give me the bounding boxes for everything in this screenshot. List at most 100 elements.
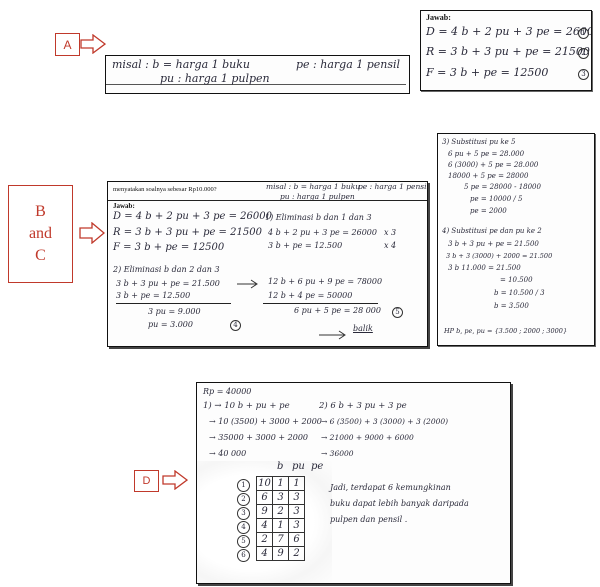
label-and-text: and — [28, 225, 53, 242]
label-b-text: B — [35, 203, 46, 220]
bc2-l8: 4) Substitusi pe dan pu ke 2 — [442, 227, 542, 235]
d-top: Rp = 40000 — [203, 387, 252, 396]
grid-cell: 3 — [288, 518, 305, 533]
d-note3: pulpen dan pensil . — [330, 515, 408, 524]
answer-scan-a1: misal : b = harga 1 buku pe : harga 1 pe… — [105, 55, 410, 94]
a2-eq3: F = 3 b + pe = 12500 — [426, 66, 549, 79]
bc2-l3: 6 (3000) + 5 pe = 28.000 — [448, 161, 539, 169]
arrow-right-icon — [79, 222, 105, 244]
bc1-s1a: 4 b + 2 pu + 3 pe = 26000 — [268, 228, 377, 237]
bc1-balik: balik — [353, 324, 373, 333]
d-c2-3: → 21000 + 9000 + 6000 — [321, 433, 414, 442]
bc2-l1: 3) Substitusi pu ke 5 — [442, 138, 516, 146]
bc2-l14: b = 3.500 — [494, 302, 529, 310]
bc1-header-hw-left: misal : b = harga 1 buku — [266, 182, 361, 191]
a2-heading: Jawab: — [426, 13, 451, 22]
label-a: A — [55, 33, 80, 56]
arrow-right-icon — [162, 470, 188, 490]
d-row-tag-3: 3 — [237, 507, 250, 520]
bc1-step1: 1) Eliminasi b dan 1 dan 3 — [265, 213, 372, 222]
bc1-eq1: D = 4 b + 2 pu + 3 pe = 26000 — [113, 211, 272, 222]
d-grid-head-b: b — [277, 461, 284, 472]
grid-cell: 1 — [272, 476, 289, 491]
bc1-heading: Jawab: — [113, 202, 135, 210]
grid-cell: 7 — [272, 532, 289, 547]
d-row-tag-5: 5 — [237, 535, 250, 548]
label-a-text: A — [63, 37, 72, 52]
label-b-and-c: B and C — [8, 185, 73, 283]
d-grid-head-pu: pu — [292, 461, 305, 472]
grid-cell: 1 — [288, 476, 305, 491]
bc2-l13: b = 10.500 / 3 — [494, 289, 545, 297]
bc1-s1b: 3 b + pe = 12.500 — [268, 241, 343, 250]
bc2-l11: 3 b 11.000 = 21.500 — [448, 264, 521, 272]
arrow-right-icon — [80, 34, 106, 54]
answer-scan-bc1: menyatakan soalnya sebesar Rp10.000? mis… — [107, 181, 428, 347]
grid-cell: 9 — [256, 504, 273, 519]
bc1-tag-5: 5 — [392, 307, 403, 318]
grid-cell: 6 — [256, 490, 273, 505]
bc1-s3c: 6 pu + 5 pe = 28 000 — [294, 306, 381, 315]
grid-cell: 10 — [256, 476, 273, 491]
bc2-l15: HP b, pe, pu = {3.500 ; 2000 ; 3000} — [444, 327, 568, 335]
grid-cell: 3 — [288, 504, 305, 519]
bc1-s2c: 3 pu = 9.000 — [148, 307, 201, 316]
a1-line1-right: pe : harga 1 pensil — [296, 58, 401, 71]
bc2-l6: pe = 10000 / 5 — [470, 195, 523, 203]
grid-cell: 4 — [256, 518, 273, 533]
bc1-s2a: 3 b + 3 pu + pe = 21.500 — [116, 279, 220, 288]
grid-cell: 2 — [256, 532, 273, 547]
bc1-eq3: F = 3 b + pe = 12500 — [113, 242, 225, 253]
bc1-s1b-mul: x 4 — [384, 241, 397, 250]
bc1-header-hw-line2: pu : harga 1 pulpen — [280, 192, 355, 201]
bc1-s2b: 3 b + pe = 12.500 — [116, 291, 191, 300]
answer-scan-bc2: 3) Substitusi pu ke 5 6 pu + 5 pe = 28.0… — [437, 133, 595, 346]
grid-cell: 9 — [272, 546, 289, 561]
bc2-l10: 3 b + 3 (3000) + 2000 = 21.500 — [446, 252, 553, 260]
grid-cell: 3 — [288, 490, 305, 505]
label-c-text: C — [35, 247, 46, 264]
d-row-tag-1: 1 — [237, 479, 250, 492]
bc1-eq2: R = 3 b + 3 pu + pe = 21500 — [113, 227, 262, 238]
d-c2-1: 2) 6 b + 3 pu + 3 pe — [319, 401, 407, 411]
bc2-l12: = 10.500 — [500, 276, 533, 284]
a2-eq2: R = 3 b + 3 pu + pe = 21500 — [426, 45, 590, 58]
bc2-l2: 6 pu + 5 pe = 28.000 — [448, 150, 525, 158]
a2-tag-1: 1 — [578, 28, 589, 39]
bc1-tag-4: 4 — [230, 320, 241, 331]
bc2-l7: pe = 2000 — [470, 207, 507, 215]
bc1-header-hw-right: pe : harga 1 pensil — [358, 182, 428, 191]
d-note1: Jadi, terdapat 6 kemungkinan — [330, 483, 451, 492]
grid-cell: 2 — [272, 504, 289, 519]
white-out-patch — [197, 461, 332, 583]
d-grid-head-pe: pe — [311, 461, 324, 472]
d-note2: buku dapat lebih banyak daripada — [330, 499, 469, 508]
answer-scan-a2: Jawab: D = 4 b + 2 pu + 3 pe = 26000 R =… — [420, 10, 592, 91]
d-row-tag-2: 2 — [237, 493, 250, 506]
arrow-right-icon — [319, 330, 346, 340]
d-c1-4: → 40 000 — [209, 449, 247, 458]
d-c2-4: → 36000 — [321, 449, 354, 458]
d-row-tag-6: 6 — [237, 549, 250, 562]
a1-line2: pu : harga 1 pulpen — [160, 72, 270, 85]
bc1-s3a: 12 b + 6 pu + 9 pe = 78000 — [268, 277, 383, 286]
bc1-step2: 2) Eliminasi b dan 2 dan 3 — [113, 265, 220, 274]
answer-scan-d: Rp = 40000 1) → 10 b + pu + pe → 10 (350… — [196, 382, 511, 584]
a1-line1-left: misal : b = harga 1 buku — [112, 58, 250, 71]
a2-eq1: D = 4 b + 2 pu + 3 pe = 26000 — [426, 25, 592, 38]
a2-tag-2: 2 — [578, 48, 589, 59]
bc1-s3b: 12 b + 4 pe = 50000 — [268, 291, 353, 300]
d-row-tag-4: 4 — [237, 521, 250, 534]
label-d-text: D — [142, 475, 151, 487]
grid-cell: 4 — [256, 546, 273, 561]
grid-cell: 3 — [272, 490, 289, 505]
d-c1-2: → 10 (3500) + 3000 + 2000 — [209, 417, 322, 426]
grid-cell: 2 — [288, 546, 305, 561]
bc2-l5: 5 pe = 28000 - 18000 — [464, 183, 541, 191]
grid-cell: 6 — [288, 532, 305, 547]
bc1-s1a-mul: x 3 — [384, 228, 397, 237]
grid-cell: 1 — [272, 518, 289, 533]
bc1-s2d: pu = 3.000 — [148, 320, 193, 329]
bc2-l4: 18000 + 5 pe = 28000 — [448, 172, 529, 180]
a2-tag-3: 3 — [578, 69, 589, 80]
